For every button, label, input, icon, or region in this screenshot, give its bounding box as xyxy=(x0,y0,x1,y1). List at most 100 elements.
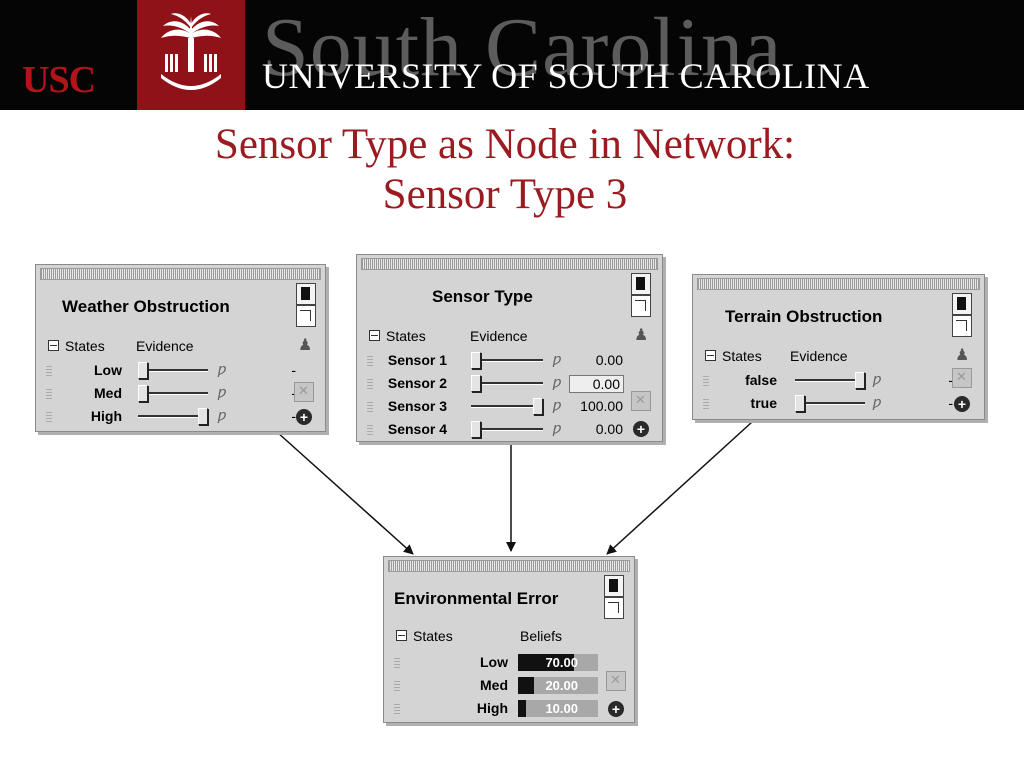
evidence-slider[interactable] xyxy=(138,408,208,425)
collapse-icon[interactable] xyxy=(369,330,380,341)
add-icon[interactable]: + xyxy=(608,701,624,717)
clear-evidence-icon[interactable] xyxy=(606,671,626,691)
header-banner: USC South Carolina UNIVERSITY O xyxy=(0,0,1024,110)
monitor-toggle-icon[interactable] xyxy=(631,273,651,295)
window-drag-grip[interactable] xyxy=(361,258,658,270)
monitor-toggle-icon[interactable] xyxy=(952,293,972,315)
slider-knob[interactable] xyxy=(795,395,805,412)
beliefs-header: Beliefs xyxy=(520,628,563,644)
row-handle xyxy=(367,356,373,368)
belief-row: Low 70.00 xyxy=(394,654,624,674)
belief-row: Med 20.00 xyxy=(394,677,624,697)
slider-knob[interactable] xyxy=(533,398,543,415)
evidence-slider[interactable] xyxy=(795,372,865,389)
state-name: Sensor 1 xyxy=(387,352,447,368)
clear-evidence-icon[interactable] xyxy=(294,382,314,402)
slide-title: Sensor Type as Node in Network: Sensor T… xyxy=(0,120,1010,220)
states-label: States xyxy=(65,338,105,354)
expand-window-icon[interactable] xyxy=(296,305,316,327)
slider-knob[interactable] xyxy=(138,362,148,379)
row-handle xyxy=(703,376,709,388)
node-title: Terrain Obstruction xyxy=(725,307,883,326)
slider-track xyxy=(471,359,543,362)
monitor-toggle-icon[interactable] xyxy=(296,283,316,305)
slider-knob[interactable] xyxy=(855,372,865,389)
pin-icon[interactable]: ƿ xyxy=(873,394,882,411)
pin-icon[interactable]: ƿ xyxy=(218,361,227,378)
monitor-toggle-icon[interactable] xyxy=(604,575,624,597)
sensor-type-node[interactable]: Sensor Type States Evidence ♟ Sensor 1 ƿ… xyxy=(356,254,663,442)
add-icon[interactable]: + xyxy=(954,396,970,412)
belief-bar: 10.00 xyxy=(518,700,598,717)
slider-knob[interactable] xyxy=(471,421,481,438)
collapse-icon[interactable] xyxy=(396,630,407,641)
state-value: - xyxy=(291,408,296,424)
usc-logo-text: USC xyxy=(22,59,96,101)
state-name: High xyxy=(90,408,122,424)
pin-icon[interactable]: ƿ xyxy=(553,374,562,391)
state-name: false xyxy=(745,372,777,388)
window-drag-grip[interactable] xyxy=(697,278,980,290)
expand-window-icon[interactable] xyxy=(952,315,972,337)
evidence-slider[interactable] xyxy=(138,362,208,379)
evidence-slider[interactable] xyxy=(795,395,865,412)
state-name: Sensor 2 xyxy=(387,375,447,391)
clear-evidence-icon[interactable] xyxy=(631,391,651,411)
expand-window-icon[interactable] xyxy=(631,295,651,317)
node-title: Environmental Error xyxy=(394,589,559,608)
evidence-slider[interactable] xyxy=(471,421,543,438)
state-row: Sensor 2 ƿ 0.00 xyxy=(367,374,637,395)
evidence-slider[interactable] xyxy=(471,398,543,415)
pin-icon[interactable]: ƿ xyxy=(553,351,562,368)
pin-icon[interactable]: ƿ xyxy=(873,371,882,388)
add-icon[interactable]: + xyxy=(296,409,312,425)
state-name: Low xyxy=(480,654,508,670)
university-seal-logo xyxy=(137,0,245,110)
terrain-obstruction-node[interactable]: Terrain Obstruction States Evidence ♟ fa… xyxy=(692,274,985,420)
weather-obstruction-node[interactable]: Weather Obstruction States Evidence ♟ Lo… xyxy=(35,264,326,432)
person-icon[interactable]: ♟ xyxy=(298,337,313,354)
person-icon[interactable]: ♟ xyxy=(955,347,970,364)
slider-knob[interactable] xyxy=(138,385,148,402)
arrow-weather-to-env xyxy=(276,431,414,555)
slider-knob[interactable] xyxy=(471,352,481,369)
state-value: - xyxy=(291,362,296,378)
add-icon[interactable]: + xyxy=(633,421,649,437)
expand-window-icon[interactable] xyxy=(604,597,624,619)
clear-evidence-icon[interactable] xyxy=(952,368,972,388)
window-drag-grip[interactable] xyxy=(388,560,630,572)
belief-fill xyxy=(518,677,534,694)
slider-track xyxy=(138,415,208,418)
evidence-slider[interactable] xyxy=(471,352,543,369)
evidence-slider[interactable] xyxy=(138,385,208,402)
belief-value: 70.00 xyxy=(545,655,578,670)
pin-icon[interactable]: ƿ xyxy=(218,407,227,424)
collapse-icon[interactable] xyxy=(48,340,59,351)
belief-fill xyxy=(518,700,526,717)
environmental-error-node[interactable]: Environmental Error States Beliefs Low 7… xyxy=(383,556,635,723)
state-name: High xyxy=(476,700,508,716)
window-drag-grip[interactable] xyxy=(40,268,321,280)
row-handle xyxy=(703,399,709,411)
state-name: Low xyxy=(94,362,122,378)
collapse-icon[interactable] xyxy=(705,350,716,361)
state-row: High ƿ - xyxy=(46,407,316,428)
slider-knob[interactable] xyxy=(198,408,208,425)
row-handle xyxy=(367,425,373,437)
evidence-slider[interactable] xyxy=(471,375,543,392)
pin-icon[interactable]: ƿ xyxy=(553,397,562,414)
slider-knob[interactable] xyxy=(471,375,481,392)
state-name: Sensor 3 xyxy=(387,398,447,414)
person-icon[interactable]: ♟ xyxy=(634,327,649,344)
slide-title-line-2: Sensor Type 3 xyxy=(382,171,628,218)
states-header: States xyxy=(369,328,426,344)
belief-bar: 70.00 xyxy=(518,654,598,671)
state-value-input[interactable]: 0.00 xyxy=(569,375,624,393)
pin-icon[interactable]: ƿ xyxy=(553,420,562,437)
slide-title-line-1: Sensor Type as Node in Network: xyxy=(214,121,796,168)
pin-icon[interactable]: ƿ xyxy=(218,384,227,401)
node-title: Weather Obstruction xyxy=(62,297,230,316)
state-name: Sensor 4 xyxy=(387,421,447,437)
south-carolina-wordmark: South Carolina xyxy=(262,1,783,94)
